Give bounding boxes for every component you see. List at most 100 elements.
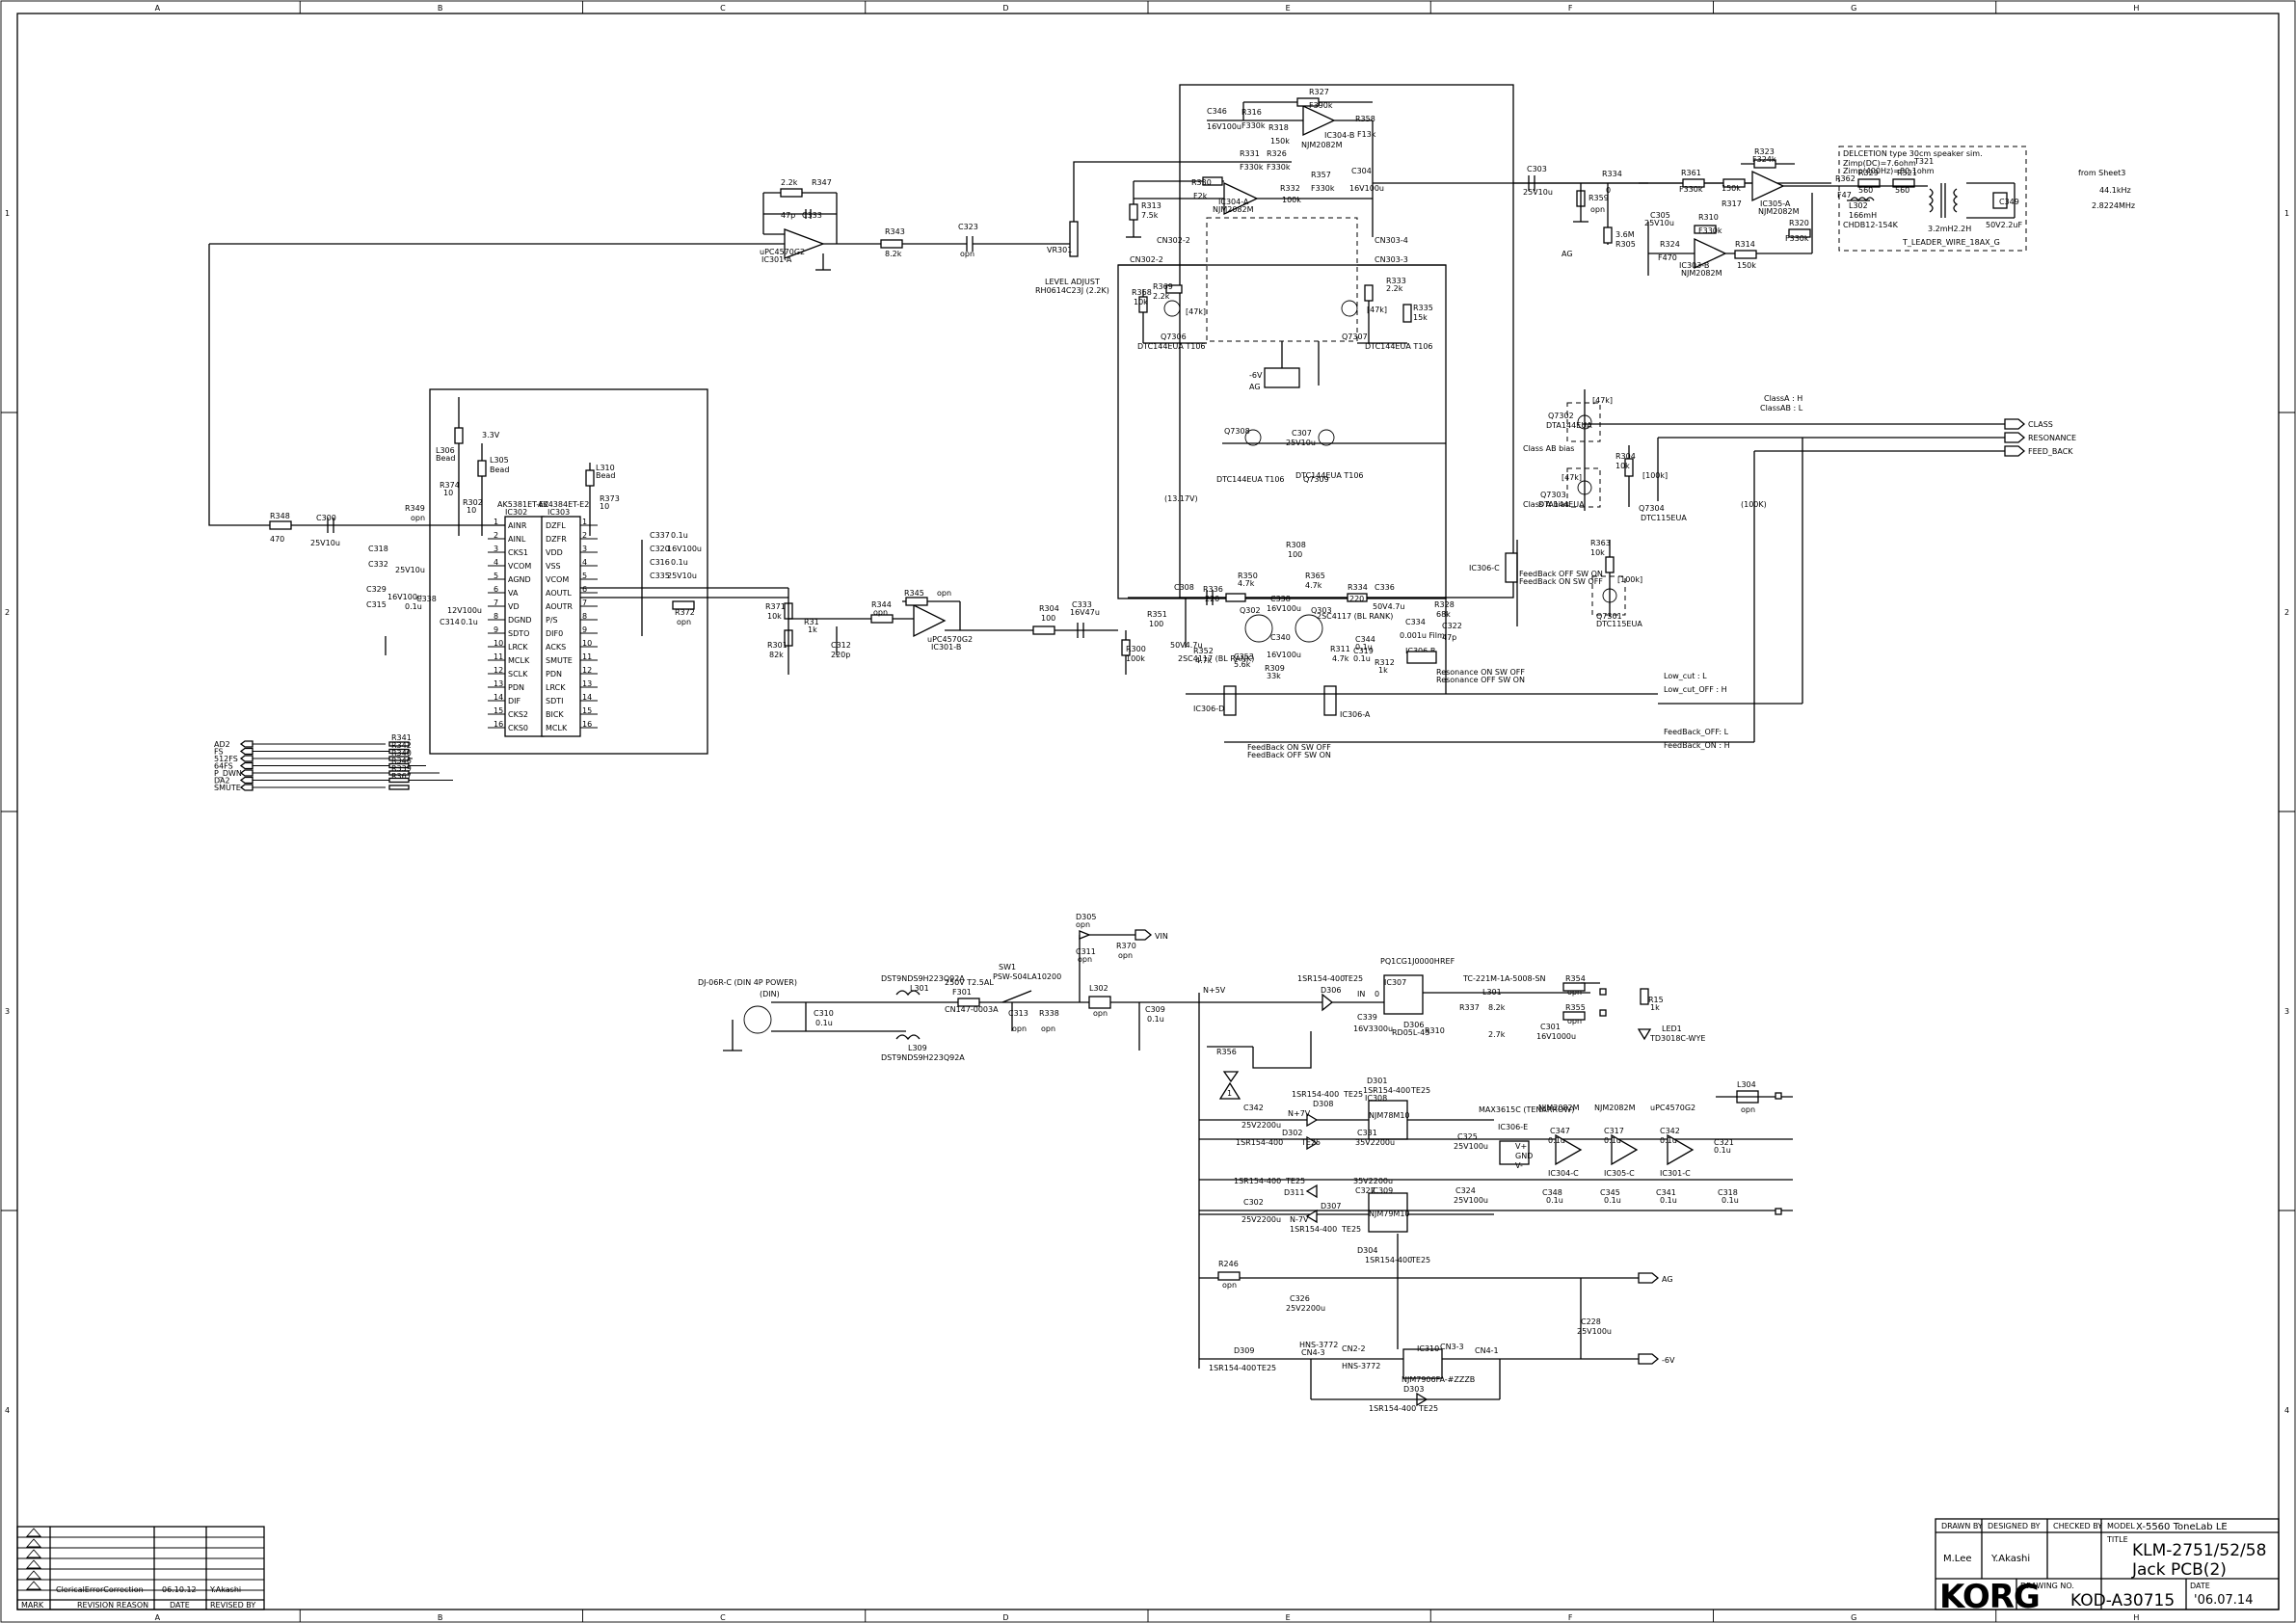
svg-text:opn: opn	[1093, 1009, 1108, 1018]
svg-text:16V100u: 16V100u	[1267, 651, 1301, 659]
dac-pin-number: 7	[582, 599, 587, 607]
svg-text:L306: L306	[436, 446, 455, 455]
svg-text:R371: R371	[765, 602, 786, 611]
drawing-no-label: DRAWING NO.	[2020, 1582, 2074, 1590]
svg-text:C339: C339	[1357, 1013, 1377, 1022]
svg-text:C314: C314	[440, 618, 460, 626]
svg-text:220p: 220p	[831, 651, 850, 659]
svg-text:10k: 10k	[1590, 548, 1605, 557]
svg-text:Resonance ON SW OFF: Resonance ON SW OFF	[1436, 668, 1525, 677]
column-label-bottom: D	[1002, 1613, 1008, 1622]
adc-pin-label: CKS1	[508, 548, 528, 557]
svg-text:1SR154-400: 1SR154-400	[1234, 1177, 1281, 1185]
svg-text:R355: R355	[1565, 1003, 1586, 1012]
feedback-on-note: FeedBack_ON : H	[1664, 741, 1730, 750]
svg-text:DST9NDS9H223Q92A: DST9NDS9H223Q92A	[881, 974, 965, 983]
svg-text:R362: R362	[1835, 174, 1855, 183]
adc-pin-number: 1	[494, 518, 498, 526]
dac-pin-label: LRCK	[546, 683, 566, 692]
svg-text:L309: L309	[908, 1044, 927, 1052]
signal-port-label: P_DWN	[214, 769, 242, 778]
svg-text:Q7301: Q7301	[1596, 612, 1622, 621]
svg-text:100: 100	[1149, 620, 1163, 628]
svg-text:C344: C344	[1355, 635, 1375, 644]
svg-text:D311: D311	[1284, 1188, 1304, 1197]
svg-text:C324: C324	[1455, 1186, 1476, 1195]
svg-text:2SC4117 (BL RANK): 2SC4117 (BL RANK)	[1178, 654, 1254, 663]
svg-text:C305: C305	[1650, 211, 1670, 220]
svg-text:R304: R304	[1039, 604, 1059, 613]
svg-text:Q302: Q302	[1240, 606, 1261, 615]
svg-text:Zimp(DC)=7.6ohm: Zimp(DC)=7.6ohm	[1843, 159, 1916, 168]
dac-pin-label: DZFR	[546, 535, 567, 544]
class-a-note: ClassA : H	[1764, 394, 1802, 403]
svg-text:CN4-1: CN4-1	[1475, 1346, 1499, 1355]
svg-text:R358: R358	[1355, 115, 1375, 123]
adc-pin-label: DIF	[508, 697, 521, 705]
svg-text:100: 100	[1288, 550, 1302, 559]
svg-text:0: 0	[1375, 990, 1379, 998]
low-cut-note: Low_cut : L	[1664, 672, 1707, 680]
dac-pin-label: AOUTR	[546, 602, 573, 611]
delcetion-note: DELCETION type 30cm speaker sim.	[1843, 149, 1983, 158]
rev-header-mark: MARK	[21, 1601, 44, 1610]
svg-text:C326: C326	[1290, 1294, 1310, 1303]
svg-text:C336: C336	[1375, 583, 1395, 592]
svg-text:1: 1	[1227, 1089, 1232, 1098]
svg-text:R347: R347	[812, 178, 832, 187]
svg-text:VR301: VR301	[1047, 246, 1072, 254]
svg-text:1SR154-400: 1SR154-400	[1365, 1256, 1412, 1264]
svg-text:0.1u: 0.1u	[671, 558, 688, 567]
svg-text:R341: R341	[391, 733, 412, 742]
svg-text:1SR154-400: 1SR154-400	[1290, 1225, 1337, 1234]
svg-text:N+5V: N+5V	[1203, 986, 1226, 995]
rev-header-by: REVISED BY	[210, 1601, 255, 1610]
svg-text:NJM7906FA-#ZZZB: NJM7906FA-#ZZZB	[1402, 1375, 1475, 1384]
svg-text:TE25: TE25	[1343, 1090, 1363, 1099]
svg-text:IC303-B: IC303-B	[1679, 261, 1709, 270]
adc-pin-number: 8	[494, 612, 498, 621]
svg-text:[100k]: [100k]	[1617, 575, 1642, 584]
svg-text:166mH: 166mH	[1849, 211, 1877, 220]
from-sheet-note: from Sheet3	[2078, 169, 2125, 177]
adc-pin-number: 16	[494, 720, 503, 729]
svg-text:[47k]: [47k]	[1592, 396, 1613, 405]
svg-text:C342: C342	[1660, 1127, 1680, 1135]
svg-text:C335: C335	[650, 572, 670, 580]
svg-text:Q7304: Q7304	[1639, 504, 1665, 513]
adc-pin-label: DGND	[508, 616, 532, 625]
svg-text:TD3018C-WYE: TD3018C-WYE	[1649, 1034, 1705, 1043]
revision-mark-triangle	[26, 1549, 41, 1558]
svg-text:R15: R15	[1648, 996, 1664, 1004]
dac-pin-label: ACKS	[546, 643, 566, 652]
svg-text:R310: R310	[1698, 213, 1719, 222]
svg-text:R317: R317	[1722, 200, 1742, 208]
svg-text:10k: 10k	[767, 612, 782, 621]
svg-text:560: 560	[1895, 186, 1909, 195]
svg-text:D304: D304	[1357, 1246, 1377, 1255]
svg-text:IC304-C: IC304-C	[1548, 1169, 1579, 1178]
svg-text:12V100u: 12V100u	[447, 606, 482, 615]
adc-pin-number: 13	[494, 679, 503, 688]
svg-text:R316: R316	[1241, 108, 1262, 117]
svg-text:DTC144EUA T106: DTC144EUA T106	[1365, 342, 1433, 351]
svg-text:AK5381ET-E2: AK5381ET-E2	[497, 500, 548, 509]
dac-pin-number: 5	[582, 572, 587, 580]
svg-text:Bead: Bead	[490, 466, 509, 474]
adc-pin-label: VD	[508, 602, 520, 611]
svg-text:0.1u: 0.1u	[1660, 1136, 1677, 1145]
svg-text:35V2200u: 35V2200u	[1355, 1138, 1395, 1147]
svg-text:C311: C311	[1076, 947, 1096, 956]
svg-text:IC302: IC302	[505, 508, 527, 517]
svg-text:CHDB12-154K: CHDB12-154K	[1843, 221, 1899, 229]
svg-text:4.7k: 4.7k	[1195, 656, 1213, 665]
svg-text:2.7k: 2.7k	[1488, 1030, 1506, 1039]
svg-text:R346: R346	[391, 757, 412, 765]
dac-pin-label: SMUTE	[546, 656, 573, 665]
svg-text:16V100u: 16V100u	[1267, 604, 1301, 613]
svg-text:R309: R309	[1265, 664, 1285, 673]
dac-pin-label: AOUTL	[546, 589, 572, 598]
svg-text:4.7k: 4.7k	[1238, 579, 1255, 588]
